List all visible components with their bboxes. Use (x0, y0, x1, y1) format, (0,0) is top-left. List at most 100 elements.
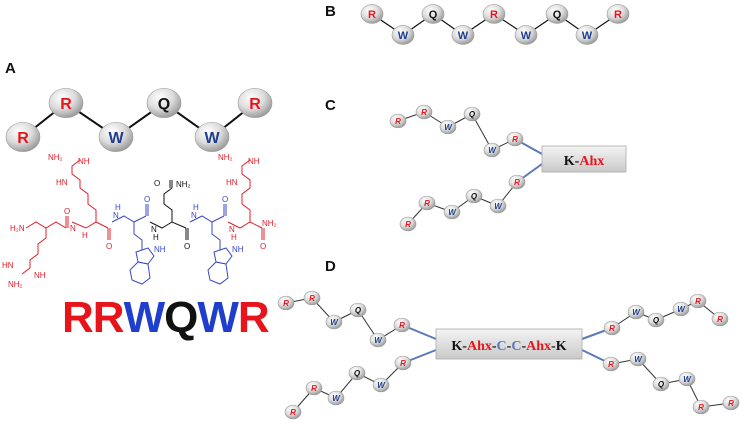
residue-bead (284, 404, 302, 420)
residue-bead (394, 355, 412, 371)
trp1-residue (111, 204, 155, 285)
residue-bead (146, 88, 182, 118)
sequence-letter: R (92, 293, 125, 342)
core-segment: - (492, 339, 497, 354)
residue-bead (305, 380, 323, 396)
panel-d-core-label: K-Ahx-C-C-Ahx-K (451, 339, 566, 354)
core-segment: K (556, 339, 567, 354)
gln-nh2-label: NH₂ (176, 180, 191, 189)
residue-letter: Q (553, 9, 562, 21)
sequence-letter: R (62, 293, 94, 342)
residue-letter: W (458, 30, 469, 42)
residue-letter: R (400, 359, 406, 368)
core-segment: - (551, 339, 556, 354)
residue-letter: W (108, 130, 124, 147)
residue-letter: R (395, 117, 401, 126)
residue-letter: Q (469, 110, 476, 119)
residue-letter: R (717, 315, 723, 324)
residue-letter: W (488, 146, 497, 155)
residue-letter: Q (429, 9, 438, 21)
trp2-o-label: O (222, 195, 228, 204)
residue-letter: R (399, 321, 405, 330)
residue-bead (678, 371, 696, 387)
residue-letter: W (582, 30, 593, 42)
gln-o2-label: O (184, 242, 190, 251)
residue-bead (418, 195, 436, 211)
residue-bead (689, 293, 707, 309)
arg1-o-label: O (64, 207, 70, 216)
residue-bead (5, 122, 41, 152)
residue-bead (372, 377, 390, 393)
panel-c-core-box: K-Ahx (541, 145, 627, 173)
residue-bead (451, 25, 475, 45)
residue-bead (303, 290, 321, 306)
arg1-h2n-label: H₂N (10, 224, 25, 233)
sequence-letter: R (237, 293, 270, 342)
residue-bead (327, 390, 345, 406)
residue-letter: W (448, 208, 457, 217)
residue-bead (483, 142, 501, 158)
residue-bead (465, 188, 483, 204)
residue-letter: R (728, 399, 734, 408)
panel-label-c: C (325, 97, 336, 114)
arg3-nh-label: NH (248, 157, 260, 166)
residue-bead (647, 312, 665, 328)
arg2-residue (71, 159, 111, 240)
residue-bead (627, 304, 645, 320)
residue-letter: W (521, 30, 532, 42)
residue-bead (606, 4, 630, 24)
residue-letter: R (514, 178, 520, 187)
residue-bead (711, 311, 729, 327)
trp1-o-label: O (144, 195, 150, 204)
residue-bead (349, 302, 367, 318)
arg2-hn-label: HN (56, 178, 68, 187)
residue-bead (672, 301, 690, 317)
residue-letter: R (609, 324, 615, 333)
residue-bead (443, 204, 461, 220)
arg1-residue (21, 216, 69, 275)
arg2-o-label: O (106, 242, 112, 251)
sequence-letter: W (123, 293, 166, 342)
residue-letter: Q (471, 192, 478, 201)
residue-bead (692, 399, 710, 415)
residue-bead (545, 4, 569, 24)
panel-d-core-box: K-Ahx-C-C-Ahx-K (435, 328, 583, 360)
residue-bead (602, 356, 620, 372)
residue-letter: Q (354, 369, 361, 378)
residue-letter: R (424, 199, 430, 208)
core-segment: Ahx (579, 154, 604, 169)
arg2-n-label: N (70, 224, 76, 233)
core-segment: Ahx (467, 339, 492, 354)
residue-letter: R (17, 130, 29, 147)
residue-letter: R (60, 96, 72, 113)
arg1-hn-label: HN (2, 261, 14, 270)
residue-letter: R (290, 408, 296, 417)
arg3-o-label: O (260, 242, 266, 251)
residue-bead (439, 119, 457, 135)
residue-bead (506, 131, 524, 147)
residue-letter: W (677, 305, 686, 314)
residue-letter: Q (355, 306, 362, 315)
residue-letter: R (311, 384, 317, 393)
residue-letter: W (683, 375, 692, 384)
residue-letter: W (398, 30, 409, 42)
residue-bead (391, 25, 415, 45)
residue-bead (369, 332, 387, 348)
residue-letter: W (494, 202, 503, 211)
residue-letter: W (634, 355, 643, 364)
residue-bead (652, 376, 670, 392)
residue-letter: R (421, 108, 427, 117)
residue-bead (629, 351, 647, 367)
residue-letter: W (377, 381, 386, 390)
residue-letter: W (444, 123, 453, 132)
panel-a-chemical-structure: H₂N O NH₂ NH HN H N O HN NH NH₂ N H O NH (2, 153, 277, 289)
residue-bead (348, 365, 366, 381)
residue-letter: R (309, 294, 315, 303)
residue-bead (415, 104, 433, 120)
residue-bead (360, 4, 384, 24)
residue-letter: Q (158, 96, 170, 113)
panel-a-bead-chain: RRWQWR (5, 88, 273, 152)
